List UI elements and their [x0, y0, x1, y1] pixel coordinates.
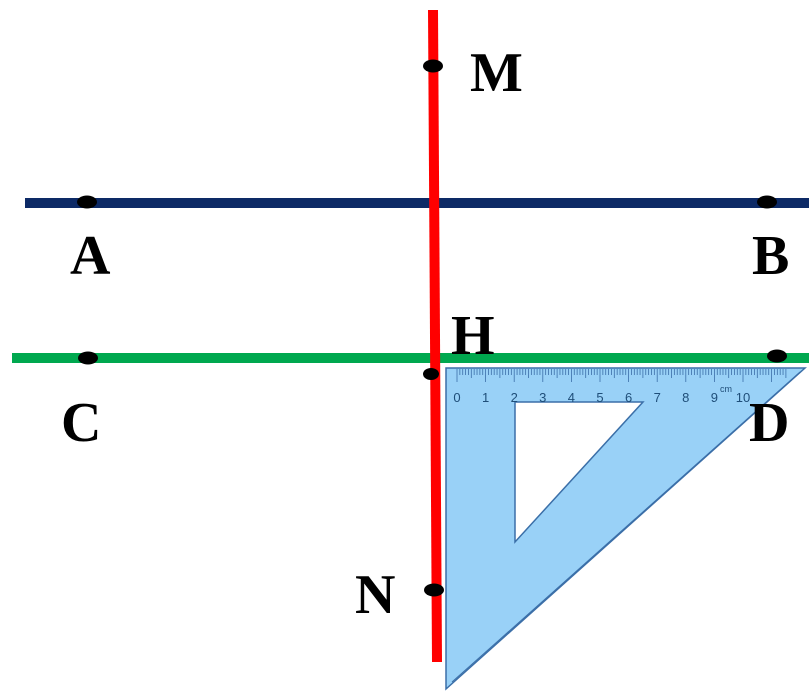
label-b: B: [752, 225, 789, 287]
set-square-hypotenuse-edge: [451, 371, 801, 683]
set-square-body: [445, 367, 807, 691]
point-m: [423, 59, 443, 73]
label-h: H: [451, 305, 495, 367]
ruler-number: 10: [736, 390, 750, 405]
label-d: D: [749, 392, 789, 454]
point-d: [767, 349, 787, 363]
ruler-unit-label: cm: [720, 384, 732, 394]
ruler-number: 7: [654, 390, 661, 405]
ruler-number: 8: [682, 390, 689, 405]
set-square: 0 1 2 3 4 5 6 7 8 9 10 cm: [445, 367, 807, 691]
line-mn: [428, 9, 442, 663]
ruler-number: 0: [453, 390, 460, 405]
point-a: [77, 195, 97, 209]
label-c: C: [61, 392, 101, 454]
ruler-number: 4: [568, 390, 575, 405]
ruler-numbers: 0 1 2 3 4 5 6 7 8 9 10: [453, 390, 750, 405]
ruler-number: 9: [711, 390, 718, 405]
ruler-number: 1: [482, 390, 489, 405]
ruler-number: 3: [539, 390, 546, 405]
point-c: [78, 351, 98, 365]
ruler-ticks: [456, 369, 787, 382]
ruler-number: 6: [625, 390, 632, 405]
label-m: M: [470, 42, 523, 104]
point-n: [424, 583, 444, 597]
ruler-number: 5: [596, 390, 603, 405]
label-n: N: [355, 564, 395, 626]
label-a: A: [70, 225, 111, 287]
ruler-number: 2: [511, 390, 518, 405]
point-h: [423, 368, 439, 380]
point-b: [757, 195, 777, 209]
